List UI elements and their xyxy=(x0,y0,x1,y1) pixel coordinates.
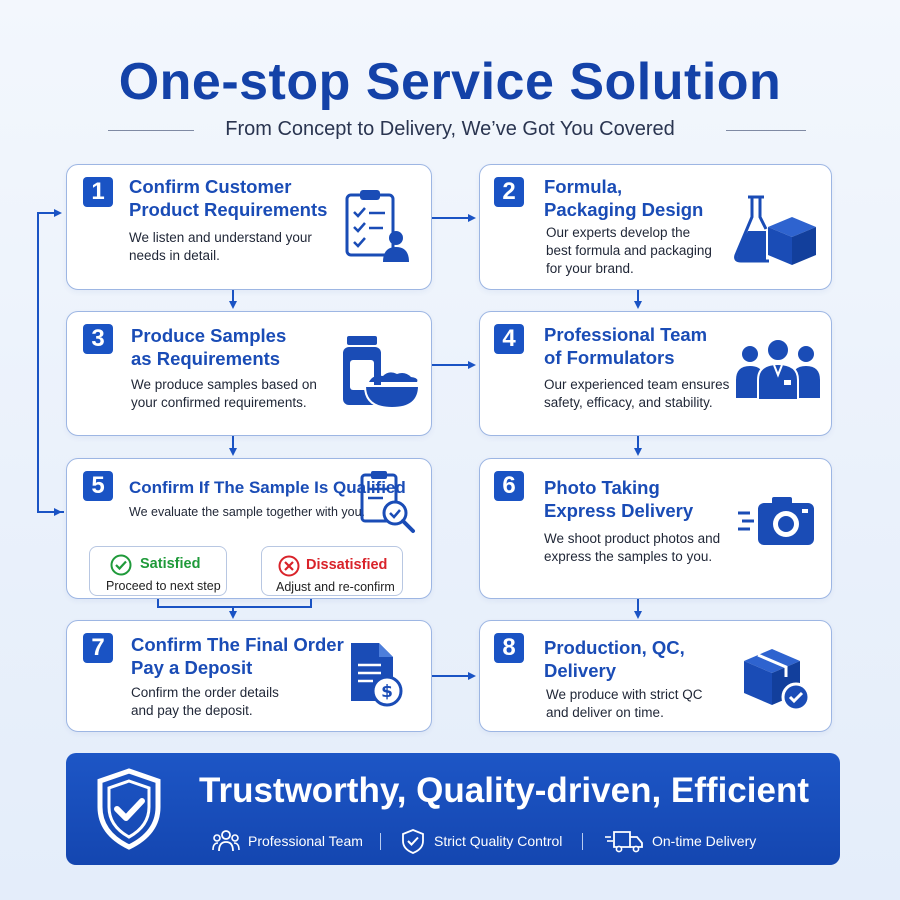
check-circle-icon xyxy=(110,554,132,576)
step-number-badge: 7 xyxy=(83,633,113,663)
quality-shield-icon xyxy=(402,829,424,854)
delivery-truck-icon xyxy=(605,831,643,853)
flask-box-icon xyxy=(734,195,816,265)
step-card-8: 8 Production, QC,Delivery We produce wit… xyxy=(479,620,832,732)
x-circle-icon xyxy=(278,555,300,577)
jar-bowl-icon xyxy=(343,336,421,410)
clipboard-magnifier-icon xyxy=(360,471,415,533)
document-dollar-icon: $ xyxy=(351,643,403,707)
step-title: Confirm If The Sample Is Qualified xyxy=(129,478,406,497)
team-people-icon xyxy=(736,338,820,401)
feature-quality-control: Strict Quality Control xyxy=(400,828,562,854)
feature-professional-team: Professional Team xyxy=(212,828,363,854)
satisfied-sub: Proceed to next step xyxy=(106,579,221,593)
shield-check-icon xyxy=(97,768,161,850)
dissatisfied-sub: Adjust and re-confirm xyxy=(276,580,395,594)
package-check-icon xyxy=(744,649,811,712)
step-number-badge: 4 xyxy=(494,324,524,354)
step-card-5: 5 Confirm If The Sample Is Qualified We … xyxy=(66,458,432,599)
step-number-badge: 8 xyxy=(494,633,524,663)
satisfied-option: Satisfied Proceed to next step xyxy=(89,546,227,596)
step-number-badge: 3 xyxy=(83,324,113,354)
subtitle-rule-left xyxy=(108,130,194,131)
loop-back-arrow xyxy=(37,209,64,513)
trust-banner: Trustworthy, Quality-driven, Efficient P… xyxy=(66,753,840,865)
camera-icon xyxy=(738,497,814,545)
step-number-badge: 6 xyxy=(494,471,524,501)
step-description: We evaluate the sample together with you… xyxy=(129,505,366,519)
step-number-badge: 5 xyxy=(83,471,113,501)
dissatisfied-option: Dissatisfied Adjust and re-confirm xyxy=(261,546,403,596)
dissatisfied-label: Dissatisfied xyxy=(306,557,388,573)
clipboard-checklist-person-icon xyxy=(345,190,409,262)
step-title: Formula,Packaging Design xyxy=(544,176,704,220)
feature-divider xyxy=(380,833,381,850)
step-number-badge: 1 xyxy=(83,177,113,207)
team-icon xyxy=(212,830,240,852)
feature-on-time-delivery: On-time Delivery xyxy=(604,828,756,854)
satisfied-label: Satisfied xyxy=(140,556,201,572)
step-title: Production, QC,Delivery xyxy=(544,637,685,681)
subtitle-rule-right xyxy=(726,130,806,131)
feature-divider xyxy=(582,833,583,850)
svg-text:$: $ xyxy=(381,682,393,702)
page-subtitle: From Concept to Delivery, We’ve Got You … xyxy=(225,118,675,140)
step-number-badge: 2 xyxy=(494,177,524,207)
subtitle-row: From Concept to Delivery, We’ve Got You … xyxy=(0,118,900,144)
step-card-2: 2 Formula,Packaging Design Our experts d… xyxy=(479,164,832,290)
satisfied-to-7-line xyxy=(157,598,312,608)
page-title: One-stop Service Solution xyxy=(118,53,782,111)
banner-title: Trustworthy, Quality-driven, Efficient xyxy=(199,771,809,810)
